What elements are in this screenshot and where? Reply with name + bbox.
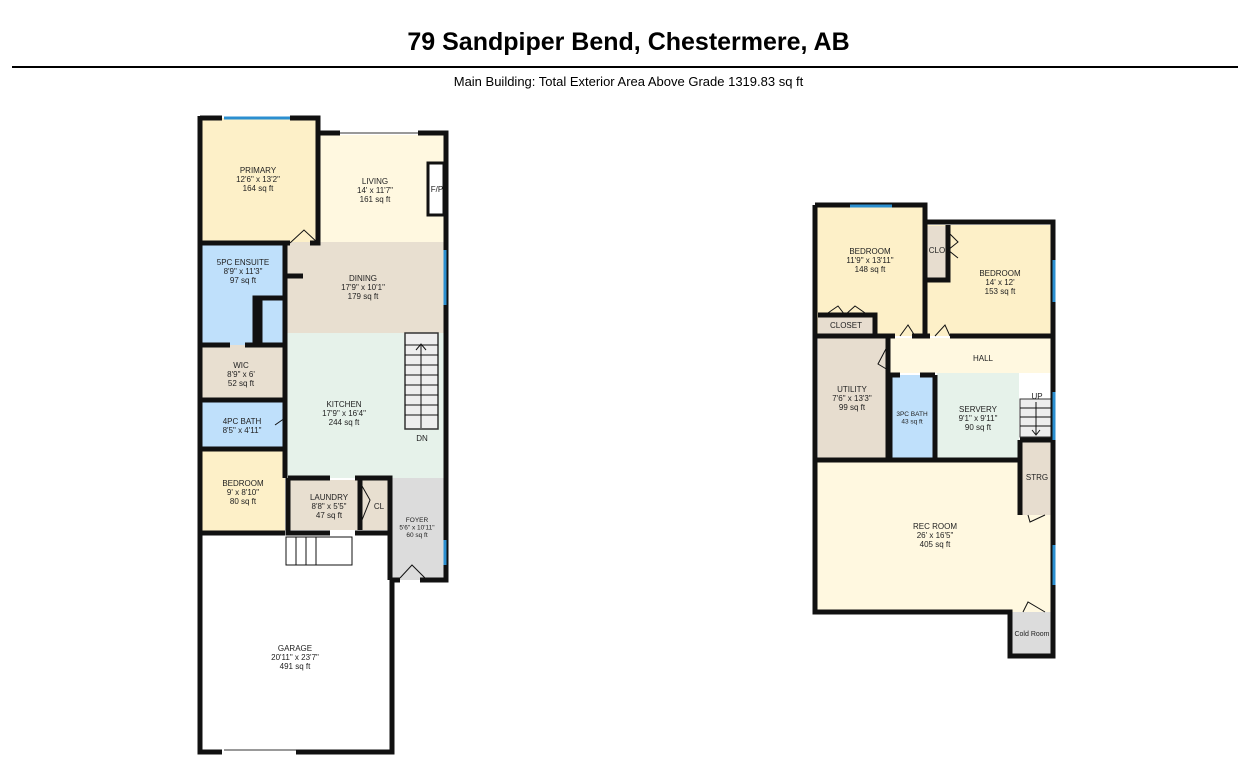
strg-fill bbox=[1020, 440, 1053, 515]
page-title: 79 Sandpiper Bend, Chestermere, AB bbox=[407, 28, 850, 56]
room-living bbox=[318, 135, 444, 242]
room-dining bbox=[285, 242, 444, 333]
area-summary: Main Building: Total Exterior Area Above… bbox=[453, 74, 804, 89]
room-4pc-bath bbox=[200, 402, 285, 448]
stairs-dn-label: DN bbox=[416, 434, 428, 443]
room-foyer bbox=[390, 478, 444, 580]
room-closet bbox=[818, 315, 875, 335]
stairs-down bbox=[404, 332, 439, 430]
title-divider bbox=[12, 66, 1238, 68]
room-servery bbox=[937, 373, 1019, 460]
room-wic bbox=[200, 345, 285, 400]
room-garage bbox=[200, 535, 392, 750]
room-primary bbox=[200, 118, 318, 243]
closet-label: CLOSET bbox=[830, 321, 862, 330]
room-cold bbox=[1010, 612, 1053, 655]
room-utility bbox=[818, 338, 888, 459]
hall-label: HALL bbox=[973, 354, 994, 363]
strg-label: STRG bbox=[1026, 473, 1048, 482]
room-rec bbox=[815, 460, 1053, 612]
stairs-up-label: UP bbox=[1031, 392, 1042, 401]
garage-steps bbox=[285, 536, 353, 566]
room-hall bbox=[888, 338, 1053, 373]
clo-label: CLO bbox=[929, 246, 945, 255]
room-bedroom bbox=[200, 450, 285, 534]
room-ensuite bbox=[200, 244, 285, 345]
cold-room-label: Cold Room bbox=[1014, 631, 1049, 638]
clo-fill bbox=[926, 226, 948, 280]
stairs-up bbox=[1019, 398, 1054, 438]
cl-label: CL bbox=[374, 502, 385, 511]
fireplace-label: F/P bbox=[431, 185, 443, 194]
room-3pc-bath bbox=[890, 375, 935, 459]
room-laundry bbox=[288, 480, 388, 530]
